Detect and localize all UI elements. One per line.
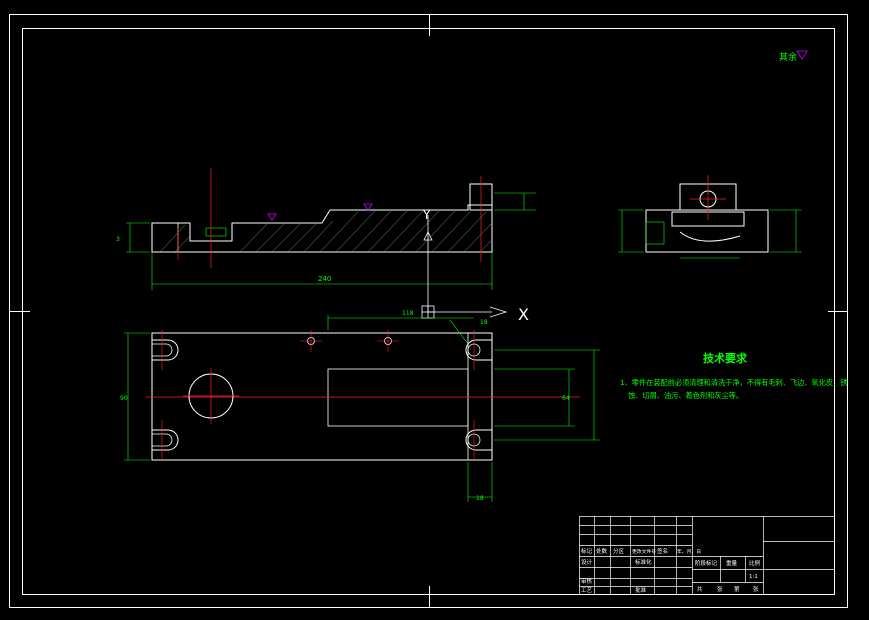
- axis-x-label: X: [518, 305, 529, 324]
- top-view: 118 18 18 90 64 3: [116, 236, 600, 502]
- front-section-view: 240: [126, 168, 536, 290]
- svg-text:64: 64: [562, 395, 570, 402]
- section-hatch: [151, 204, 493, 253]
- svg-text:技术要求: 技术要求: [703, 351, 748, 365]
- axis-y-label: Y: [422, 208, 431, 222]
- side-view: [618, 175, 802, 259]
- title-block: 标记 处数 分区 更改文件号 签名 年、月、日 设计 标准化 审核 工艺 批准 …: [579, 516, 835, 595]
- svg-text:张: 张: [717, 585, 723, 593]
- svg-text:审核: 审核: [581, 577, 593, 585]
- svg-text:标记: 标记: [581, 547, 593, 555]
- roughness-note: 其余: [779, 50, 808, 63]
- svg-text:更改文件号: 更改文件号: [632, 548, 656, 555]
- svg-text:18: 18: [476, 495, 484, 502]
- svg-text:标准化: 标准化: [635, 558, 652, 566]
- svg-text:批准: 批准: [635, 586, 647, 594]
- technical-requirements: 技术要求 1、零件在装配前必须清理和清洗干净，不得有毛刺、飞边、氧化皮、锈 蚀、…: [620, 351, 847, 400]
- svg-text:年、月、日: 年、月、日: [677, 548, 701, 555]
- svg-text:1:1: 1:1: [749, 574, 758, 580]
- sheet-frame: [9, 14, 848, 608]
- svg-text:蚀、切屑、油污、着色剂和灰尘等。: 蚀、切屑、油污、着色剂和灰尘等。: [628, 391, 743, 400]
- svg-text:18: 18: [480, 319, 488, 326]
- svg-text:其余: 其余: [779, 51, 797, 63]
- svg-text:处数: 处数: [596, 547, 608, 555]
- svg-text:1、零件在装配前必须清理和清洗干净，不得有毛刺、飞边、氧化皮: 1、零件在装配前必须清理和清洗干净，不得有毛刺、飞边、氧化皮、锈: [620, 378, 847, 387]
- svg-text:重量: 重量: [726, 559, 738, 567]
- svg-text:118: 118: [402, 310, 414, 317]
- svg-text:第: 第: [734, 585, 740, 593]
- svg-text:90: 90: [120, 395, 128, 402]
- svg-text:签名: 签名: [657, 547, 668, 555]
- coordinate-axes: [421, 215, 508, 319]
- svg-text:240: 240: [318, 275, 331, 283]
- svg-text:分区: 分区: [613, 547, 625, 555]
- svg-text:工艺: 工艺: [581, 587, 593, 594]
- svg-text:设计: 设计: [581, 558, 593, 566]
- svg-text:张: 张: [753, 585, 759, 593]
- svg-text:比例: 比例: [749, 559, 761, 567]
- svg-text:3: 3: [116, 236, 120, 243]
- svg-text:共: 共: [697, 585, 703, 593]
- svg-text:阶段标记: 阶段标记: [695, 559, 718, 567]
